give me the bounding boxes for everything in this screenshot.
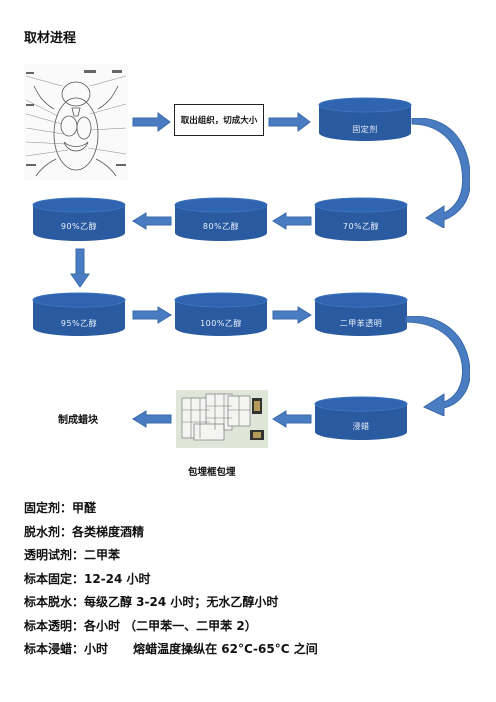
right-arrow-icon (268, 112, 311, 132)
embedding-cassettes-image (176, 390, 268, 448)
curved-down-arrow-icon (405, 316, 470, 416)
cylinder-label: 100%乙醇 (200, 319, 242, 328)
embed-caption: 包埋框包埋 (188, 467, 236, 478)
cylinder-ethanol-70: 70%乙醇 (314, 197, 408, 243)
note-line: 标本脱水：每级乙醇 3-24 小时；无水乙醇小时 (24, 595, 279, 609)
cylinder-label: 90%乙醇 (60, 222, 98, 231)
right-arrow-icon (272, 306, 312, 324)
note-line: 标本透明：各小时 （二甲苯一、二甲苯 2） (24, 618, 257, 633)
block-label: 制成蜡块 (58, 415, 98, 426)
cylinder-fixative: 固定剂 (318, 97, 412, 143)
notes-list: 固定剂：甲醛 脱水剂：各类梯度酒精 透明试剂：二甲苯 标本固定：12-24 小时… (24, 497, 318, 662)
down-arrow-icon (70, 248, 90, 288)
cylinder-xylene: 二甲苯透明 (314, 292, 408, 338)
cylinder-ethanol-95: 95%乙醇 (32, 292, 126, 338)
curved-down-arrow-icon (411, 118, 470, 228)
cylinder-label: 80%乙醇 (202, 222, 240, 231)
cylinder-label: 固定剂 (352, 125, 378, 134)
cut-tissue-step: 取出组织，切成大小 (174, 104, 264, 136)
note-line: 固定剂：甲醛 (24, 501, 97, 515)
cylinder-ethanol-90: 90%乙醇 (32, 197, 126, 243)
cylinder-ethanol-80: 80%乙醇 (174, 197, 268, 243)
cylinder-label: 二甲苯透明 (339, 319, 383, 328)
cylinder-wax: 浸蜡 (314, 396, 408, 442)
cylinder-ethanol-100: 100%乙醇 (174, 292, 268, 338)
right-arrow-icon (132, 306, 172, 324)
right-arrow-icon (132, 112, 171, 132)
note-line: 标本浸蜡：小时 熔蜡温度操纵在 62°C-65°C 之间 (24, 642, 318, 656)
left-arrow-icon (272, 212, 312, 230)
left-arrow-icon (132, 212, 172, 230)
page-title: 取材进程 (24, 31, 77, 46)
note-line: 脱水剂：各类梯度酒精 (24, 524, 145, 539)
left-arrow-icon (132, 410, 172, 428)
note-line: 透明试剂：二甲苯 (24, 548, 121, 562)
cylinder-label: 浸蜡 (352, 422, 370, 431)
cylinder-label: 95%乙醇 (60, 319, 98, 328)
mouse-dissection-diagram (24, 64, 128, 180)
note-line: 标本固定：12-24 小时 (24, 571, 151, 586)
cylinder-label: 70%乙醇 (342, 222, 380, 231)
left-arrow-icon (272, 410, 312, 428)
